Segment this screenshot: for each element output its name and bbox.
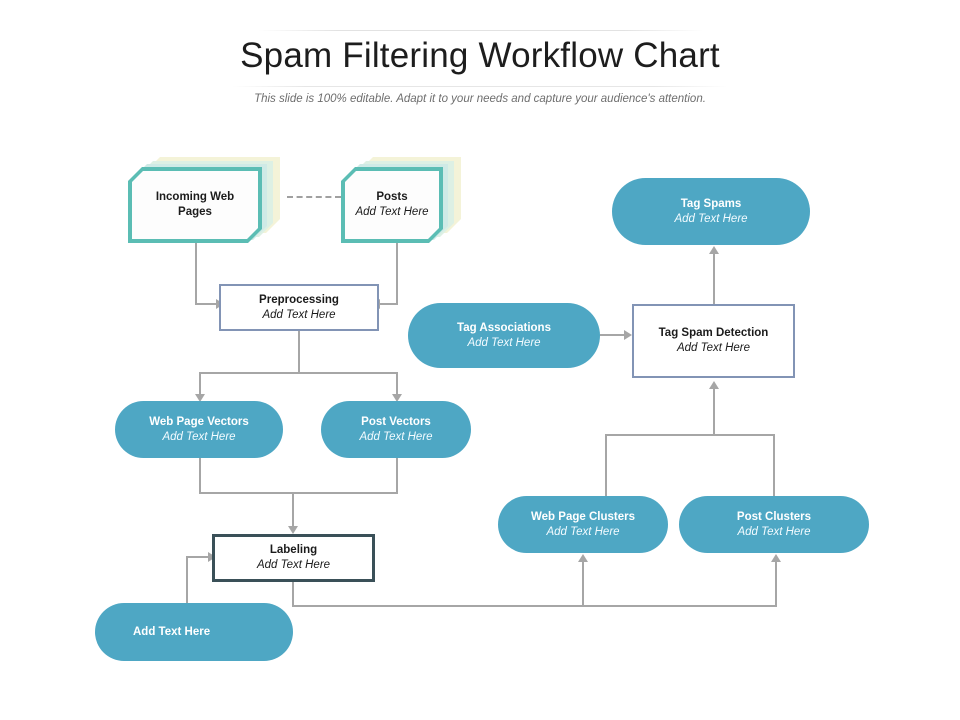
- node-tag-spams[interactable]: Tag Spams Add Text Here: [612, 178, 810, 245]
- node-label: Tag Spams Add Text Here: [674, 197, 747, 227]
- connector-postvectors-drop: [396, 372, 398, 397]
- connector-addtext-right: [186, 556, 212, 558]
- node-web-page-clusters[interactable]: Web Page Clusters Add Text Here: [498, 496, 668, 553]
- connector-postvectors-down: [396, 458, 398, 494]
- node-title: Tag Associations: [457, 321, 551, 334]
- node-label: Post Vectors Add Text Here: [359, 415, 432, 445]
- connector-labeling-out-down: [292, 582, 294, 607]
- arrowhead-into-labeling: [288, 526, 298, 534]
- arrowhead-into-web-page-vectors: [195, 394, 205, 402]
- node-title: Labeling: [269, 544, 318, 556]
- node-label: Posts Add Text Here: [355, 190, 428, 220]
- connector-labeling-bus: [199, 492, 398, 494]
- header-divider-top: [258, 30, 704, 31]
- arrowhead-into-tag-spam-detection: [709, 381, 719, 389]
- node-subtitle: Add Text Here: [262, 308, 336, 321]
- node-subtitle: Add Text Here: [737, 525, 811, 538]
- node-title: Posts: [376, 191, 408, 203]
- connector-postclusters-up: [775, 562, 777, 607]
- page-subtitle: This slide is 100% editable. Adapt it to…: [254, 93, 706, 105]
- connector-webpageclusters-up: [582, 562, 584, 607]
- node-subtitle: Add Text Here: [676, 342, 751, 354]
- header-divider-bottom: [232, 86, 728, 87]
- connector-tagspams-up: [713, 253, 715, 304]
- node-subtitle: Add Text Here: [256, 559, 331, 571]
- node-label: Tag Spam Detection Add Text Here: [659, 326, 769, 356]
- node-title: Add Text Here: [133, 625, 211, 638]
- node-post-vectors[interactable]: Post Vectors Add Text Here: [321, 401, 471, 458]
- node-title: Incoming Web: [155, 191, 235, 203]
- connector-labeling-drop: [292, 492, 294, 529]
- connector-tagassociations-right: [600, 334, 626, 336]
- node-label: Web Page Vectors Add Text Here: [149, 415, 249, 445]
- document-border: Posts Add Text Here: [341, 167, 443, 243]
- node-subtitle: Add Text Here: [162, 430, 236, 443]
- connector-webpages-down: [195, 243, 197, 305]
- document-border: Incoming Web Pages: [128, 167, 262, 243]
- node-subtitle: Add Text Here: [674, 212, 748, 225]
- connector-addtext-up: [186, 556, 188, 612]
- connector-posts-left: [372, 303, 398, 305]
- node-posts[interactable]: Posts Add Text Here: [341, 167, 443, 243]
- node-subtitle: Add Text Here: [467, 336, 541, 349]
- node-preprocessing[interactable]: Preprocessing Add Text Here: [219, 284, 379, 331]
- arrowhead-into-web-page-clusters: [578, 554, 588, 562]
- connector-postclusters-out: [773, 434, 775, 496]
- connector-detection-up: [713, 388, 715, 436]
- node-label: Labeling Add Text Here: [257, 543, 330, 573]
- connector-dashed-webpages-posts: [287, 196, 341, 198]
- node-title: Tag Spams: [680, 197, 742, 210]
- node-incoming-web-pages[interactable]: Incoming Web Pages: [128, 167, 262, 243]
- page-title: Spam Filtering Workflow Chart: [240, 36, 720, 75]
- node-web-page-vectors[interactable]: Web Page Vectors Add Text Here: [115, 401, 283, 458]
- document-face: Posts Add Text Here: [345, 171, 439, 239]
- node-subtitle: Add Text Here: [359, 430, 433, 443]
- node-label: Preprocessing Add Text Here: [259, 293, 339, 323]
- connector-webpagevectors-drop: [199, 372, 201, 397]
- connector-posts-down: [396, 243, 398, 305]
- node-label: Post Clusters Add Text Here: [737, 510, 811, 540]
- node-tag-spam-detection[interactable]: Tag Spam Detection Add Text Here: [632, 304, 795, 378]
- node-title: Preprocessing: [259, 293, 339, 306]
- node-tag-associations[interactable]: Tag Associations Add Text Here: [408, 303, 600, 368]
- arrowhead-into-tag-spam-detection-left: [624, 330, 632, 340]
- connector-preprocessing-down: [298, 331, 300, 374]
- node-post-clusters[interactable]: Post Clusters Add Text Here: [679, 496, 869, 553]
- node-label: Web Page Clusters Add Text Here: [531, 510, 635, 540]
- arrowhead-into-post-clusters: [771, 554, 781, 562]
- node-title-line2: Pages: [178, 206, 212, 218]
- node-labeling[interactable]: Labeling Add Text Here: [212, 534, 375, 582]
- node-label: Incoming Web Pages: [156, 190, 234, 220]
- node-title: Web Page Vectors: [149, 415, 249, 428]
- node-subtitle: Add Text Here: [546, 525, 620, 538]
- node-title: Tag Spam Detection: [658, 327, 769, 339]
- node-add-text-here[interactable]: Add Text Here: [95, 603, 293, 661]
- connector-clusters-bus: [292, 605, 777, 607]
- node-title: Web Page Clusters: [531, 510, 635, 523]
- document-face: Incoming Web Pages: [132, 171, 258, 239]
- node-label: Tag Associations Add Text Here: [457, 321, 551, 351]
- connector-webpageclusters-out: [605, 434, 607, 496]
- connector-detection-bus: [605, 434, 775, 436]
- node-title: Post Clusters: [736, 510, 812, 523]
- connector-webpages-right: [195, 303, 219, 305]
- node-label: Add Text Here: [133, 625, 210, 640]
- connector-vectors-bus: [199, 372, 398, 374]
- connector-webpagevectors-down: [199, 458, 201, 494]
- arrowhead-into-tag-spams: [709, 246, 719, 254]
- arrowhead-into-post-vectors: [392, 394, 402, 402]
- node-subtitle: Add Text Here: [355, 206, 429, 218]
- node-title: Post Vectors: [361, 415, 431, 428]
